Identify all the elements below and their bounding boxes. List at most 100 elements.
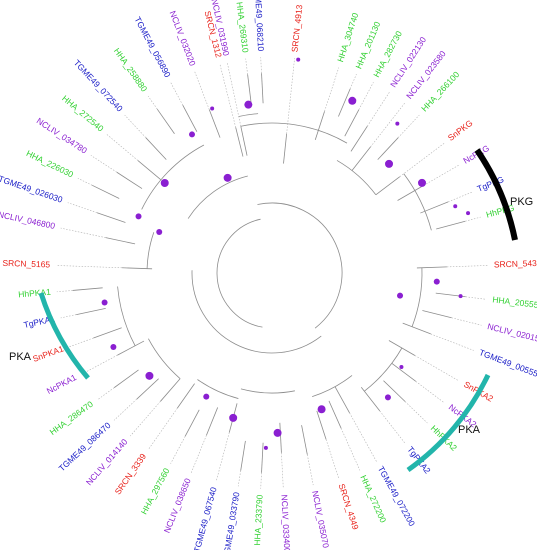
terminal-branch	[156, 108, 175, 134]
leaf-leader	[415, 381, 445, 404]
support-node	[296, 57, 301, 62]
internal-arc	[403, 173, 432, 231]
terminal-branch	[334, 386, 350, 414]
terminal-branch	[208, 109, 221, 138]
leaf-leader	[451, 317, 482, 326]
terminal-branch	[92, 184, 120, 199]
leaf-leader	[325, 439, 340, 479]
leaf-leader	[77, 178, 93, 186]
terminal-branch	[72, 287, 103, 291]
support-node	[384, 394, 391, 401]
leaf-leader	[430, 333, 474, 351]
internal-arc	[312, 375, 353, 398]
leaf-label: HHA_269310	[235, 1, 251, 53]
leaf-leader	[113, 398, 137, 421]
leaf-leader	[448, 191, 473, 203]
leaf-leader	[67, 202, 98, 214]
leaf-leader	[423, 164, 460, 186]
support-node	[263, 445, 268, 450]
leaf-leader	[281, 452, 284, 489]
leaf-leader	[60, 314, 77, 319]
terminal-branch	[184, 409, 200, 437]
terminal-branch	[350, 126, 368, 152]
leaf-label: TGME49_068210	[253, 0, 267, 52]
leaf-leader	[260, 472, 262, 489]
leaf-leader	[97, 387, 115, 401]
leaf-label: SRCN_4349	[337, 482, 361, 531]
terminal-branch	[96, 212, 126, 223]
leaf-label: SnPKG	[446, 118, 475, 143]
leaf-leader	[358, 82, 374, 110]
support-node	[418, 178, 427, 187]
support-node	[453, 204, 458, 209]
terminal-branch	[114, 369, 139, 388]
terminal-branch	[261, 73, 264, 104]
leaf-leader	[414, 355, 460, 382]
leaf-leader	[237, 470, 242, 487]
terminal-branch	[422, 310, 452, 319]
leaf-leader	[124, 114, 147, 138]
leaf-leader	[56, 265, 123, 269]
terminal-branch	[338, 88, 351, 117]
terminal-branch	[420, 201, 449, 214]
leaf-leader	[379, 410, 406, 444]
support-node	[433, 278, 440, 285]
terminal-branch	[116, 171, 143, 189]
leaf-label: SRCN_5430	[494, 258, 537, 270]
support-node	[160, 179, 169, 188]
leaf-label: HHA_258880	[112, 46, 150, 94]
terminal-branch	[235, 127, 244, 157]
terminal-branch	[122, 267, 153, 270]
leaf-leader	[324, 67, 340, 112]
support-node	[273, 428, 282, 437]
leaf-leader	[367, 91, 390, 127]
support-node	[156, 228, 163, 235]
tree-nodes	[101, 57, 471, 450]
support-node	[385, 159, 394, 168]
leaf-leader	[349, 412, 377, 463]
terminal-branch	[360, 387, 381, 412]
leaf-leader	[68, 337, 94, 348]
tree-branches	[56, 57, 488, 489]
leaf-label: HHA_286470	[48, 399, 95, 437]
support-node	[145, 371, 154, 380]
support-node	[189, 131, 195, 138]
terminal-branch	[261, 442, 264, 473]
support-node	[395, 121, 400, 126]
leaf-label: SnPKA1	[31, 343, 65, 363]
leaf-label: NCLIV_046800	[0, 209, 56, 231]
support-node	[397, 292, 404, 299]
leaf-leader	[245, 58, 248, 75]
internal-arc	[146, 232, 155, 269]
leaf-leader	[397, 114, 420, 138]
leaf-leader	[147, 95, 158, 110]
leaf-leader	[56, 290, 73, 293]
internal-arc	[336, 160, 377, 196]
terminal-branch	[402, 322, 431, 335]
terminal-branch	[328, 400, 342, 429]
leaf-leader	[170, 436, 186, 464]
leaf-leader	[170, 82, 184, 106]
terminal-branch	[283, 133, 288, 164]
support-node	[223, 173, 232, 182]
support-node	[348, 96, 357, 105]
leaf-leader	[147, 407, 178, 451]
leaf-label: HhPKA1	[18, 287, 52, 300]
leaf-leader	[194, 71, 210, 110]
internal-arc	[187, 175, 248, 219]
leaf-leader	[260, 57, 262, 74]
leaf-leader	[81, 354, 118, 375]
leaf-leader	[340, 428, 361, 471]
terminal-branch	[397, 185, 424, 201]
leaf-leader	[399, 142, 445, 177]
terminal-branch	[301, 425, 308, 455]
leaf-leader	[404, 401, 428, 424]
leaf-label: SRCN_3339	[113, 451, 149, 496]
pka1-clade-label: PKA	[9, 351, 32, 363]
internal-arc	[238, 113, 259, 117]
leaf-label: NCLIV_032020	[168, 9, 198, 67]
pkg-clade-arc	[474, 148, 518, 241]
terminal-branch	[206, 407, 219, 436]
support-node	[135, 213, 142, 220]
